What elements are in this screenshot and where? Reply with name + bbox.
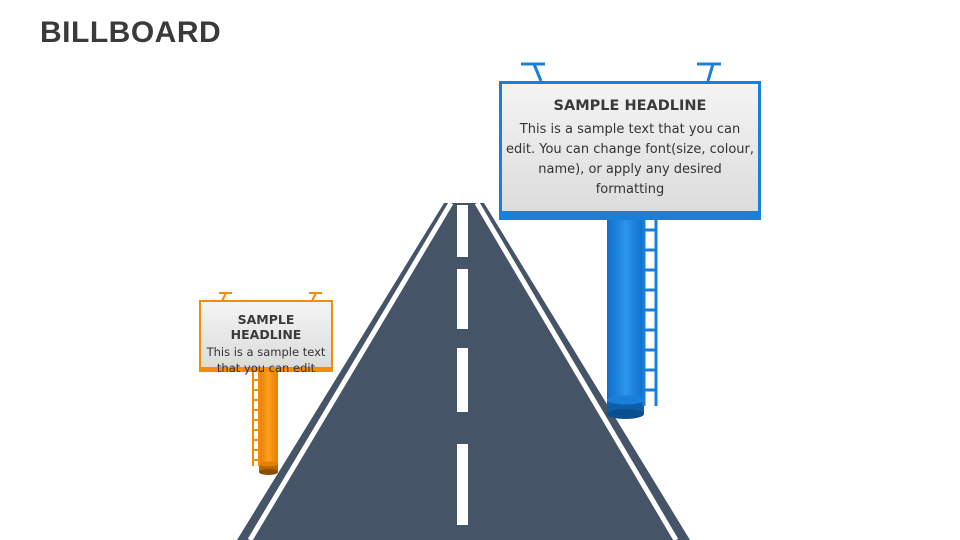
billboard-large-body: This is a sample text that you can edit.…	[506, 122, 755, 197]
billboard-large	[499, 62, 761, 419]
billboard-large-base	[607, 409, 644, 419]
billboard-small-lamps	[219, 292, 322, 302]
billboard-small-panel	[201, 302, 331, 367]
billboard-large-lamps	[521, 62, 721, 82]
billboard-small-ladder	[252, 372, 260, 466]
billboard-small-headline: SAMPLE HEADLINE	[230, 312, 302, 342]
billboard-small-body: This is a sample text that you can edit	[206, 345, 326, 375]
billboard-large-headline: SAMPLE HEADLINE	[553, 98, 707, 114]
road-center-dashes	[457, 205, 468, 525]
billboard-large-pole	[607, 215, 644, 407]
billboard-large-panel	[502, 84, 758, 211]
road	[237, 201, 690, 540]
billboard-small	[199, 292, 333, 475]
page-title: BILLBOARD	[40, 16, 222, 49]
billboard-small-pole	[259, 372, 278, 466]
road-edge-right	[474, 201, 679, 540]
billboard-small-base	[259, 469, 278, 475]
billboard-large-ladder	[642, 215, 658, 406]
billboard-large-text: SAMPLE HEADLINE This is a sample text th…	[506, 98, 754, 200]
road-edge-left	[247, 201, 454, 540]
billboard-small-text: SAMPLE HEADLINE This is a sample text th…	[202, 312, 330, 376]
